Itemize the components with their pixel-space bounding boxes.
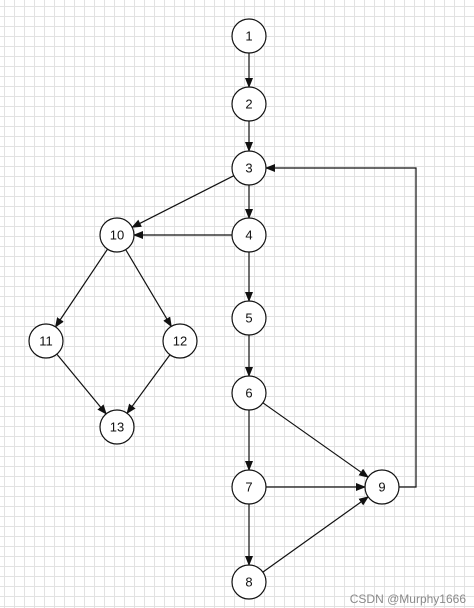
edge-3-to-10: [131, 175, 235, 228]
edge-8-to-9: [262, 496, 369, 573]
node-circle: [364, 469, 400, 505]
node-label: 13: [110, 420, 124, 435]
node-3: 3: [231, 150, 267, 186]
node-circle: [99, 409, 135, 445]
node-label: 1: [245, 29, 252, 44]
node-circle: [231, 375, 267, 411]
node-label: 7: [245, 480, 252, 495]
node-10: 10: [99, 217, 135, 253]
edge-6-to-9: [262, 402, 369, 478]
node-1: 1: [231, 18, 267, 54]
node-11: 11: [28, 323, 64, 359]
node-2: 2: [231, 86, 267, 122]
node-7: 7: [231, 469, 267, 505]
node-5: 5: [231, 300, 267, 336]
node-circle: [231, 300, 267, 336]
node-label: 9: [378, 480, 385, 495]
node-circle: [231, 86, 267, 122]
node-6: 6: [231, 375, 267, 411]
node-circle: [162, 323, 198, 359]
node-label: 8: [245, 575, 252, 590]
node-label: 12: [173, 334, 187, 349]
node-8: 8: [231, 564, 267, 600]
edge-10-to-12: [125, 249, 172, 328]
node-circle: [231, 18, 267, 54]
node-4: 4: [231, 217, 267, 253]
node-label: 4: [245, 228, 252, 243]
node-circle: [231, 150, 267, 186]
edge-9-to-3: [265, 164, 417, 488]
node-circle: [28, 323, 64, 359]
node-circle: [231, 564, 267, 600]
node-circle: [231, 469, 267, 505]
edge-10-to-11: [54, 248, 109, 328]
edge-11-to-13: [56, 353, 107, 415]
node-label: 11: [39, 334, 53, 349]
edge-12-to-13: [126, 354, 171, 415]
node-label: 3: [245, 161, 252, 176]
node-circle: [231, 217, 267, 253]
node-13: 13: [99, 409, 135, 445]
node-label: 2: [245, 97, 252, 112]
node-label: 5: [245, 311, 252, 326]
node-label: 10: [110, 228, 124, 243]
node-9: 9: [364, 469, 400, 505]
watermark-text: CSDN @Murphy1666: [349, 592, 466, 606]
node-12: 12: [162, 323, 198, 359]
node-circle: [99, 217, 135, 253]
node-label: 6: [245, 386, 252, 401]
